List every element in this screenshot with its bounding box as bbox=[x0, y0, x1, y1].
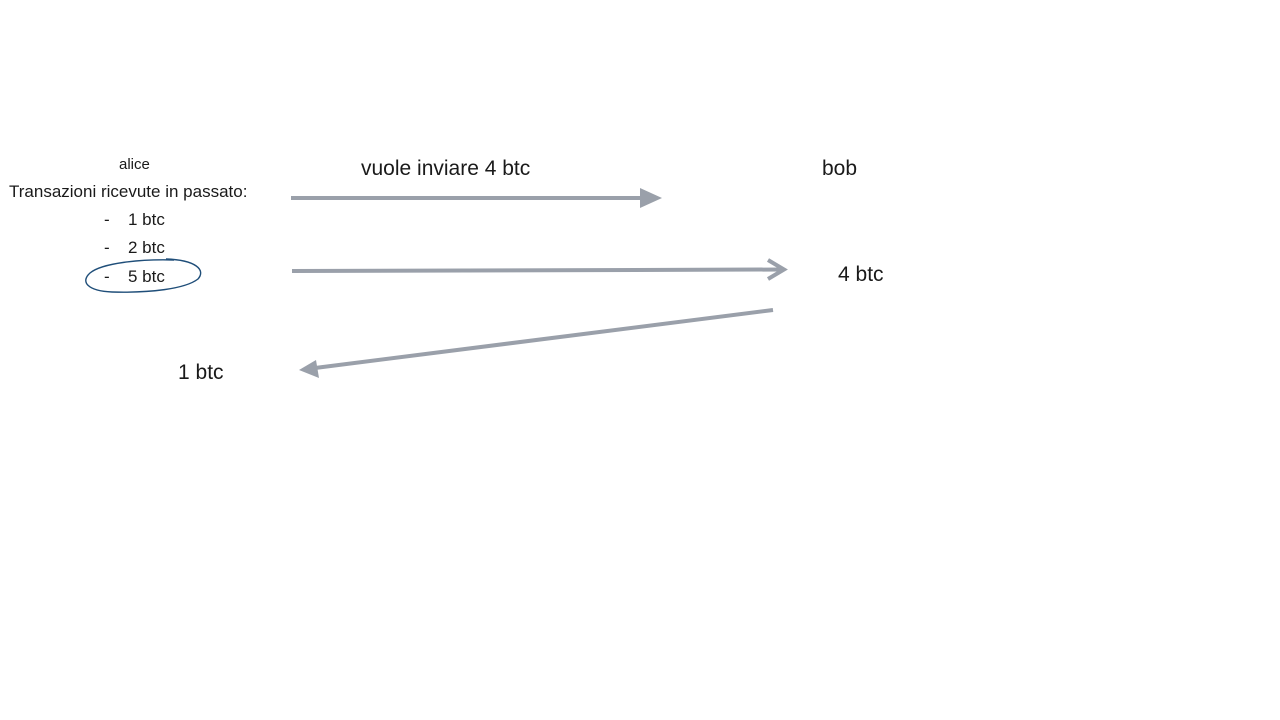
transaction-history-title: Transazioni ricevute in passato: bbox=[9, 182, 248, 201]
intent-label: vuole inviare 4 btc bbox=[361, 157, 531, 180]
alice-label: alice bbox=[119, 156, 150, 173]
bullet-dash: - bbox=[104, 267, 110, 286]
intent-arrow bbox=[291, 188, 662, 208]
transaction-amount: 1 btc bbox=[128, 210, 165, 229]
change-arrow bbox=[299, 308, 774, 378]
transaction-item-highlighted: -5 btc bbox=[104, 268, 165, 285]
bob-label: bob bbox=[822, 157, 858, 180]
transaction-amount: 5 btc bbox=[128, 267, 165, 286]
received-amount-label: 4 btc bbox=[838, 263, 884, 286]
transaction-item: -1 btc bbox=[104, 211, 165, 228]
bullet-dash: - bbox=[104, 238, 110, 257]
highlight-ellipse bbox=[85, 258, 202, 293]
transaction-amount: 2 btc bbox=[128, 238, 165, 257]
change-amount-label: 1 btc bbox=[178, 361, 224, 384]
payment-arrow bbox=[291, 258, 788, 281]
transaction-item: -2 btc bbox=[104, 239, 165, 256]
bullet-dash: - bbox=[104, 210, 110, 229]
